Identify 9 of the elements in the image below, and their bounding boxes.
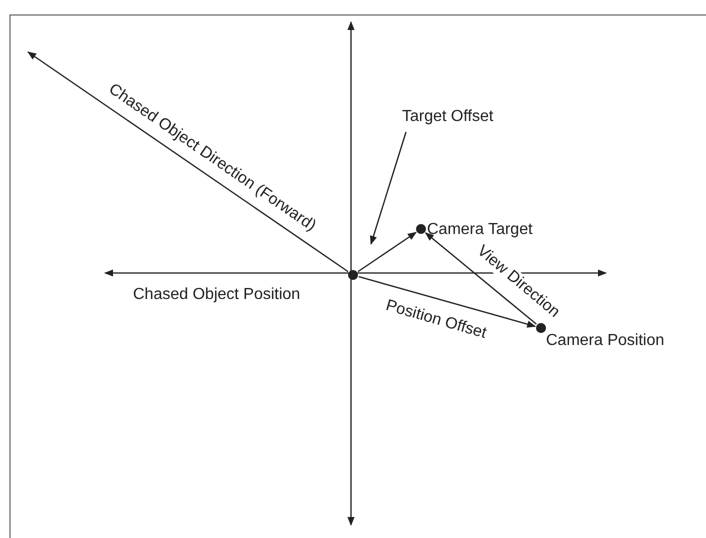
vector-arrow xyxy=(358,232,417,272)
point-label: Chased Object Position xyxy=(133,286,300,304)
callout-text: Target Offset xyxy=(402,108,494,126)
vector-arrow xyxy=(27,51,348,272)
leader-arrow xyxy=(370,132,407,245)
vector-arrow xyxy=(358,276,536,328)
point-label: Camera Position xyxy=(546,332,664,350)
point-label: Camera Target xyxy=(427,221,533,239)
vector-arrow xyxy=(424,232,537,325)
